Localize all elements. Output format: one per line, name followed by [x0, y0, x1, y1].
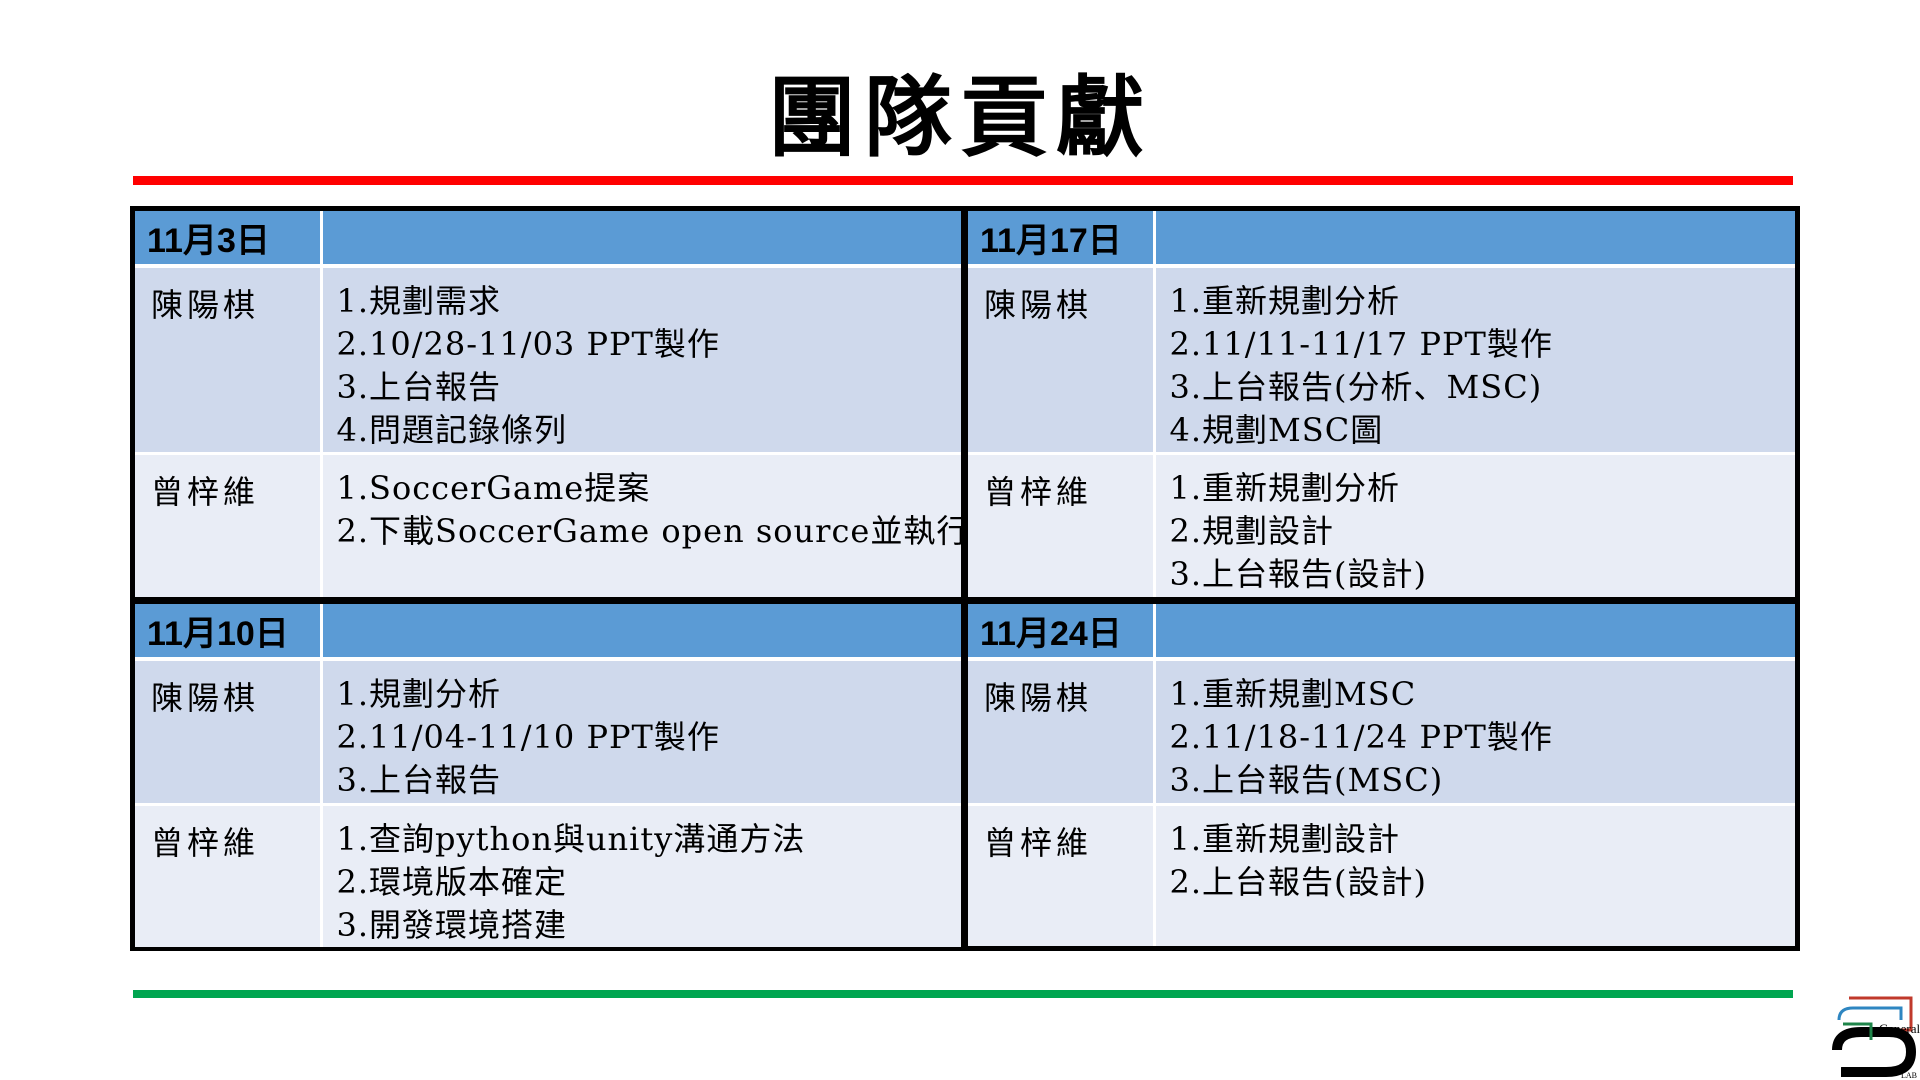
- task-item: 1.重新規劃分析: [1169, 282, 1401, 320]
- panel-nov-17: 11月17日 陳陽棋 1.重新規劃分析 2.11/11-11/17 PPT製作 …: [963, 206, 1800, 602]
- header-blank: [1154, 604, 1795, 661]
- task-item: 3.上台報告: [336, 368, 502, 406]
- task-list: 1.查詢python與unity溝通方法 2.環境版本確定 3.開發環境搭建: [321, 804, 961, 947]
- task-item: 4.規劃MSC圖: [1169, 411, 1384, 449]
- member-name: 陳陽棋: [968, 659, 1156, 806]
- page-title: 團隊貢獻: [767, 65, 1152, 169]
- task-item: 2.上台報告(設計): [1169, 862, 1428, 901]
- logo-text-systems: Systems: [1833, 1056, 1870, 1068]
- task-item: 2.環境版本確定: [336, 862, 568, 901]
- member-name: 陳陽棋: [968, 266, 1156, 455]
- header-blank: [321, 604, 961, 661]
- header-blank: [1154, 211, 1795, 268]
- task-item: 2.10/28-11/03 PPT製作: [336, 325, 720, 363]
- task-item: 3.開發環境搭建: [336, 905, 568, 944]
- panel-nov-24: 11月24日 陳陽棋 1.重新規劃MSC 2.11/18-11/24 PPT製作…: [963, 599, 1800, 951]
- panel-date: 11月24日: [968, 604, 1156, 661]
- task-item: 1.規劃需求: [336, 282, 502, 320]
- task-list: 1.規劃分析 2.11/04-11/10 PPT製作 3.上台報告: [321, 659, 961, 806]
- task-list: 1.重新規劃設計 2.上台報告(設計): [1154, 804, 1795, 946]
- top-divider: [133, 176, 1793, 185]
- member-name: 陳陽棋: [135, 659, 323, 806]
- task-item: 1.查詢python與unity溝通方法: [336, 819, 806, 858]
- task-item: 3.上台報告(MSC): [1169, 761, 1444, 799]
- task-item: 4.問題記錄條列: [336, 411, 568, 449]
- logo-text-general: General: [1879, 1021, 1920, 1036]
- task-item: 3.上台報告: [336, 761, 502, 799]
- panel-date: 11月17日: [968, 211, 1156, 268]
- task-item: 3.上台報告(分析、MSC): [1169, 368, 1543, 406]
- task-item: 2.下載SoccerGame open source並執行: [336, 512, 970, 550]
- panel-nov-10: 11月10日 陳陽棋 1.規劃分析 2.11/04-11/10 PPT製作 3.…: [130, 599, 966, 951]
- member-name: 曾梓維: [135, 804, 323, 947]
- task-item: 1.SoccerGame提案: [336, 469, 651, 507]
- task-item: 1.規劃分析: [336, 675, 502, 713]
- logo-text-lab: LAB: [1901, 1071, 1917, 1080]
- header-blank: [321, 211, 961, 268]
- panel-date: 11月3日: [135, 211, 323, 268]
- general-systems-lab-logo: General Systems LAB: [1831, 990, 1920, 1080]
- member-name: 曾梓維: [135, 453, 323, 597]
- task-list: 1.重新規劃分析 2.11/11-11/17 PPT製作 3.上台報告(分析、M…: [1154, 266, 1795, 455]
- member-name: 陳陽棋: [135, 266, 323, 455]
- bottom-divider: [133, 990, 1793, 998]
- member-name: 曾梓維: [968, 804, 1156, 946]
- task-item: 1.重新規劃分析: [1169, 469, 1401, 507]
- member-name: 曾梓維: [968, 453, 1156, 597]
- task-item: 2.11/18-11/24 PPT製作: [1169, 718, 1553, 756]
- task-item: 1.重新規劃設計: [1169, 819, 1401, 858]
- task-list: 1.重新規劃MSC 2.11/18-11/24 PPT製作 3.上台報告(MSC…: [1154, 659, 1795, 806]
- task-item: 2.規劃設計: [1169, 512, 1335, 550]
- task-item: 2.11/04-11/10 PPT製作: [336, 718, 720, 756]
- task-item: 3.上台報告(設計): [1169, 555, 1428, 593]
- task-list: 1.SoccerGame提案 2.下載SoccerGame open sourc…: [321, 453, 970, 597]
- task-list: 1.規劃需求 2.10/28-11/03 PPT製作 3.上台報告 4.問題記錄…: [321, 266, 961, 455]
- task-item: 1.重新規劃MSC: [1169, 675, 1417, 713]
- task-item: 2.11/11-11/17 PPT製作: [1169, 325, 1553, 363]
- panel-date: 11月10日: [135, 604, 323, 661]
- panel-nov-3: 11月3日 陳陽棋 1.規劃需求 2.10/28-11/03 PPT製作 3.上…: [130, 206, 970, 602]
- task-list: 1.重新規劃分析 2.規劃設計 3.上台報告(設計): [1154, 453, 1795, 597]
